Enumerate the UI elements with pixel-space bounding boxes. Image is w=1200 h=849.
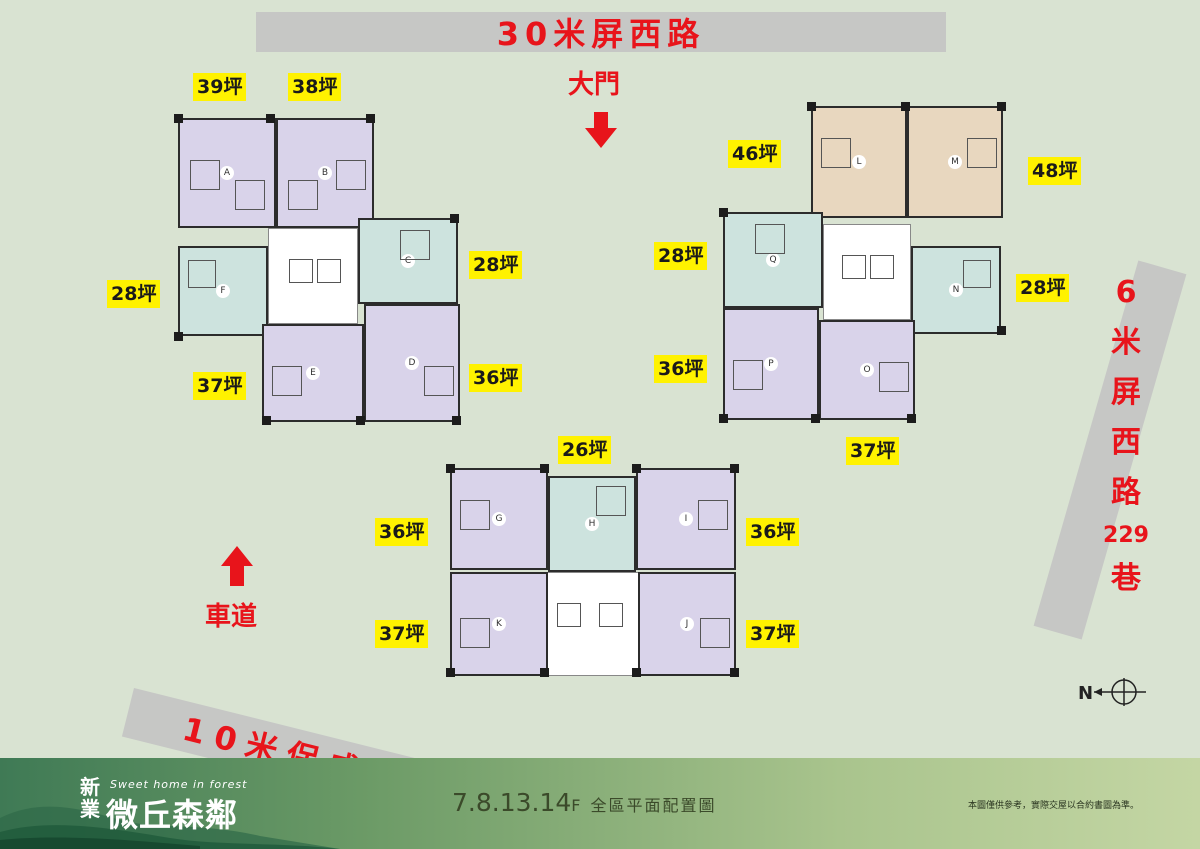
compass-letter: N xyxy=(1078,683,1093,704)
ping-tag-i: 36坪 xyxy=(746,518,800,546)
unit-o: O xyxy=(819,320,915,420)
ping-tag-h: 26坪 xyxy=(558,436,612,464)
unit-g: G xyxy=(450,468,548,570)
ping-tag-o: 37坪 xyxy=(846,437,900,465)
ping-tag-n: 28坪 xyxy=(1016,274,1070,302)
ping-tag-l: 46坪 xyxy=(728,140,782,168)
core-ne xyxy=(823,224,911,320)
unit-l: L xyxy=(811,106,907,218)
ping-tag-g: 36坪 xyxy=(375,518,429,546)
brand-prefix: 新業 xyxy=(80,775,100,821)
unit-d: D xyxy=(364,304,460,422)
unit-n: N xyxy=(911,246,1001,334)
plan-title: 7.8.13.14F 全區平面配置圖 xyxy=(452,788,717,817)
ping-tag-a: 39坪 xyxy=(193,73,247,101)
gate-arrow-icon xyxy=(585,112,617,148)
ping-tag-d: 36坪 xyxy=(469,364,523,392)
building-s: G H I K J xyxy=(442,460,744,682)
unit-j: J xyxy=(638,572,736,676)
unit-h: H xyxy=(548,476,636,572)
core-nw xyxy=(268,228,358,324)
ping-tag-b: 38坪 xyxy=(288,73,342,101)
ping-tag-m: 48坪 xyxy=(1028,157,1082,185)
ping-tag-c: 28坪 xyxy=(469,251,523,279)
unit-q: Q xyxy=(723,212,823,308)
unit-e: E xyxy=(262,324,364,422)
ping-tag-p: 36坪 xyxy=(654,355,708,383)
unit-k: K xyxy=(450,572,548,676)
road-side-label: 6 米 屏 西 路 229 巷 xyxy=(1103,275,1149,596)
building-nw: A B C F E D xyxy=(170,110,465,428)
unit-b: B xyxy=(276,118,374,228)
core-s xyxy=(538,572,648,676)
ping-tag-k: 37坪 xyxy=(375,620,429,648)
unit-f: F xyxy=(178,246,268,336)
north-compass-icon: N xyxy=(1078,678,1146,706)
driveway-label: 車道 xyxy=(205,602,258,632)
brand-tagline: Sweet home in forest xyxy=(110,778,248,791)
unit-c: C xyxy=(358,218,458,304)
unit-p: P xyxy=(723,308,819,420)
gate-label: 大門 xyxy=(568,70,621,100)
building-ne: L M Q N P O xyxy=(715,100,1015,425)
footer-band: 新業 Sweet home in forest 微丘森鄰 7.8.13.14F … xyxy=(0,758,1200,849)
ping-tag-f: 28坪 xyxy=(107,280,161,308)
unit-m: M xyxy=(907,106,1003,218)
road-top-label: 30米屏西路 xyxy=(496,15,706,53)
ping-tag-q: 28坪 xyxy=(654,242,708,270)
driveway-arrow-icon xyxy=(221,546,253,586)
disclaimer: 本圖僅供參考，實際交屋以合約書圖為準。 xyxy=(968,801,1140,811)
ping-tag-e: 37坪 xyxy=(193,372,247,400)
unit-a: A xyxy=(178,118,276,228)
brand-name: 微丘森鄰 xyxy=(106,796,239,834)
road-top: 30米屏西路 xyxy=(256,12,946,53)
unit-i: I xyxy=(636,468,736,570)
ping-tag-j: 37坪 xyxy=(746,620,800,648)
hills-icon xyxy=(0,806,340,849)
